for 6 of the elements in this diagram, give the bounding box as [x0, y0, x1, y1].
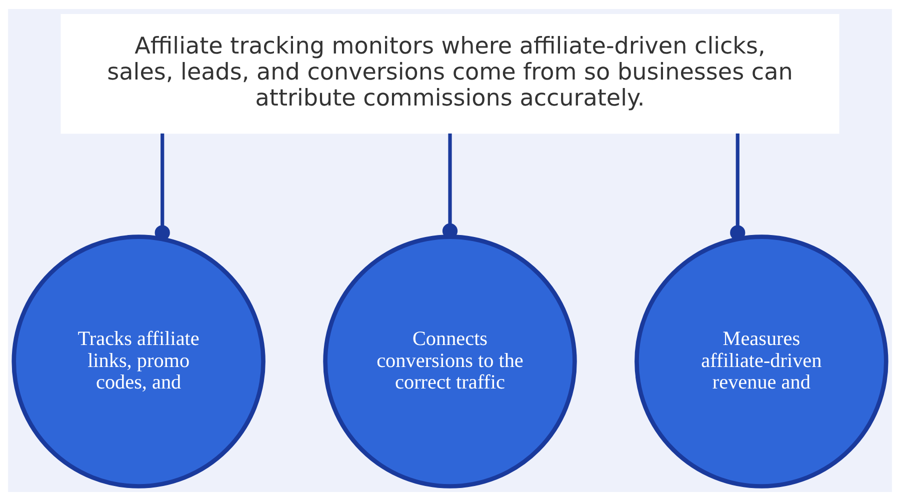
node-circle: Connects conversions to the correct traffic: [323, 234, 577, 488]
connector: [730, 132, 746, 240]
node-box: Affiliate tracking monitors where affiliate-driven clicks, sales, leads, and conversions come from so businesses can attribute commissions accurately.: [60, 14, 840, 134]
connector: [154, 132, 170, 240]
node-circle: Measures affiliate-driven revenue and: [634, 234, 888, 488]
node-circle: Tracks affiliate links, promo codes, and: [12, 234, 266, 488]
